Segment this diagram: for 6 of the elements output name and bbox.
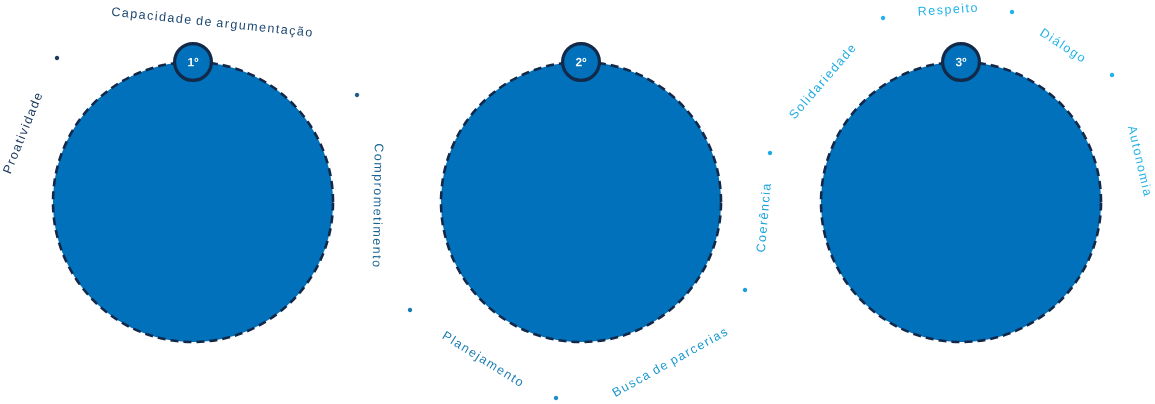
number-badge: 3º: [941, 42, 981, 82]
number-badge: 2º: [561, 42, 601, 82]
word-label: Respeito: [918, 3, 977, 17]
word-label: Coerência: [756, 183, 771, 252]
word-label: Comprometimento: [371, 143, 384, 267]
number-badge: 1º: [173, 42, 213, 82]
